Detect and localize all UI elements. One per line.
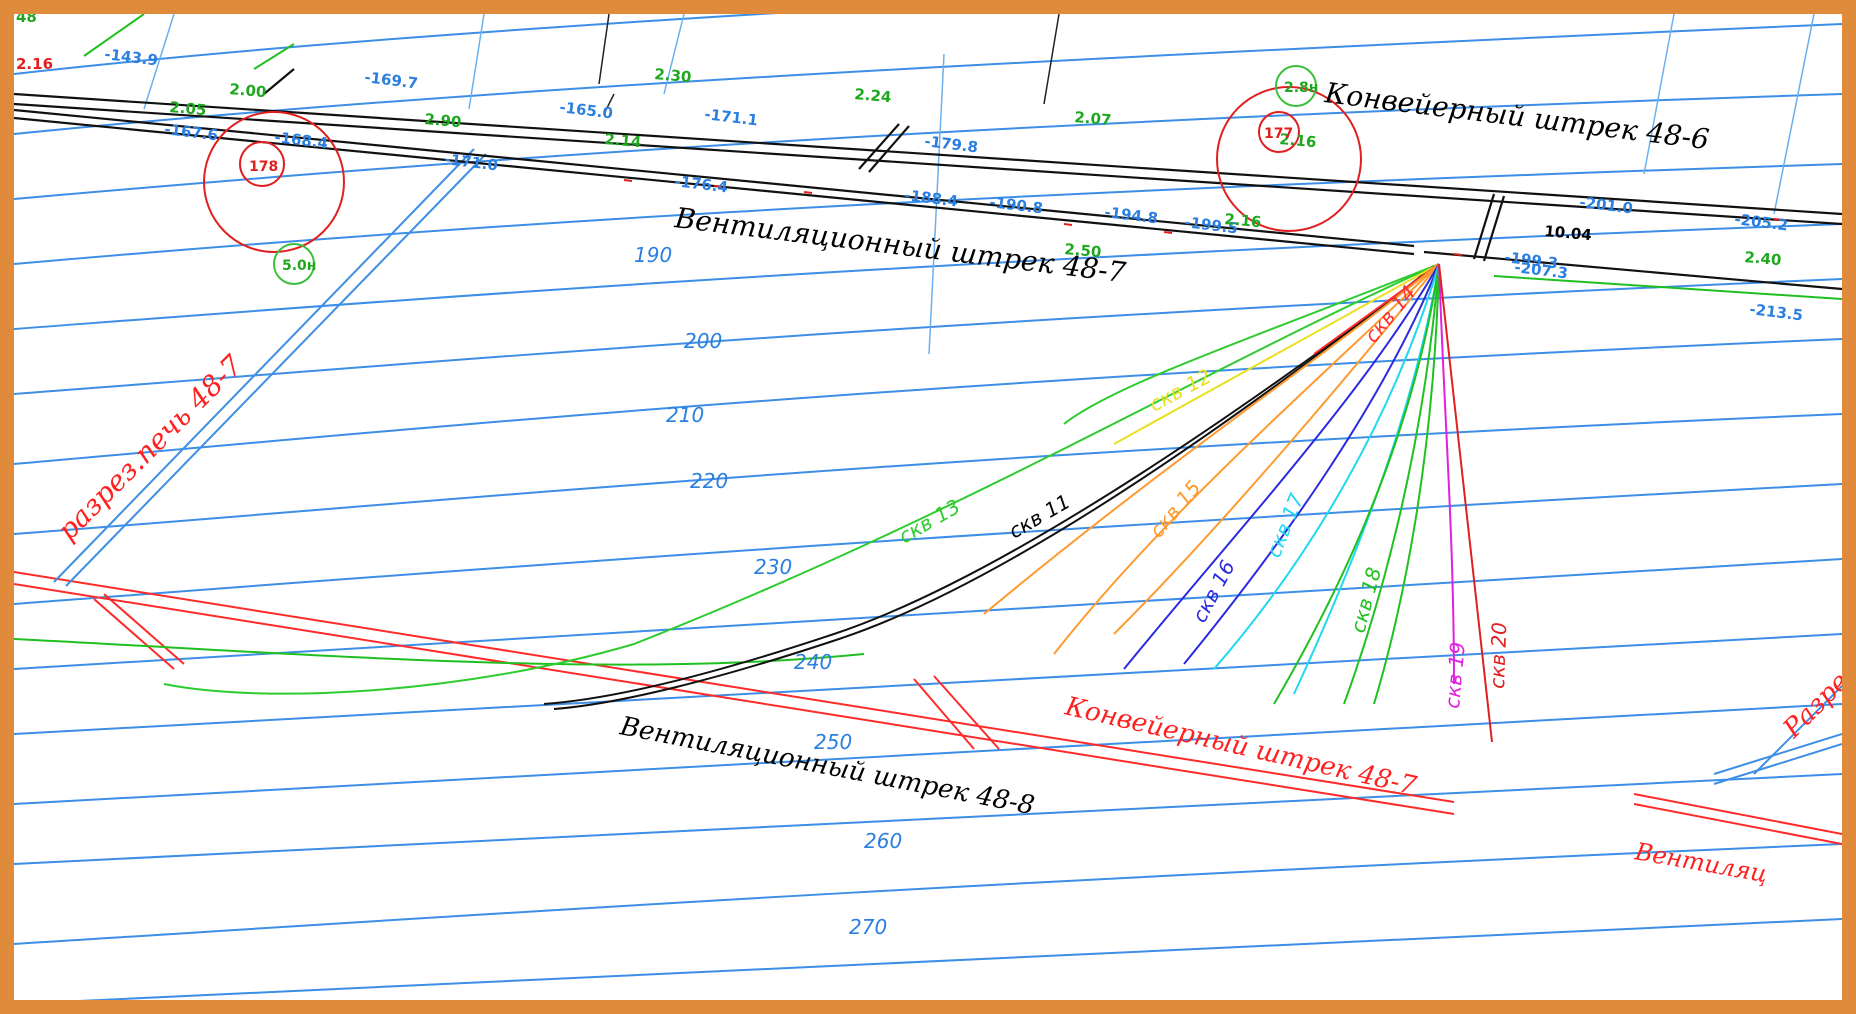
contour-lines [14, 14, 1842, 1000]
borehole-line [1053, 263, 1440, 655]
survey-mark: -201.0 [1579, 193, 1634, 217]
contour-label: 220 [690, 469, 728, 493]
borehole-line [1113, 263, 1440, 445]
red-ticks [623, 179, 1785, 256]
borehole-line [1313, 263, 1440, 355]
working-label: Вентиляц [1632, 837, 1770, 888]
contour-line [14, 843, 1842, 945]
thickness-value: 2.16 [1224, 210, 1262, 231]
borehole-line [1063, 263, 1440, 425]
borehole-line [1343, 263, 1440, 705]
thickness-value: 2.24 [854, 85, 892, 106]
red-circles [203, 86, 1362, 253]
working-label: Конвейерный штрек 48-7 [1061, 691, 1419, 801]
existing-workings [14, 68, 1842, 291]
contour-line [14, 278, 1842, 395]
borehole-label: скв 15 [1144, 476, 1205, 543]
contour-line [14, 163, 1842, 265]
contour-line [14, 558, 1842, 670]
thickness-value: 2.05 [169, 98, 207, 119]
survey-mark: -167.6 [164, 120, 219, 144]
survey-mark: -188.4 [904, 186, 959, 210]
borehole-label: скв 16 [1187, 556, 1239, 626]
survey-mark: -213.5 [1749, 300, 1804, 324]
survey-mark: -165.0 [559, 98, 614, 122]
thickness-value: 2.16 [1279, 130, 1317, 151]
borehole-label: скв 20 [1485, 622, 1511, 689]
contour-label: 200 [684, 329, 722, 353]
thickness-value: 2.90 [424, 110, 462, 131]
borehole-fan [163, 263, 1493, 743]
survey-mark: -176.4 [674, 172, 729, 196]
circle-label: 177 [1264, 126, 1293, 142]
borehole-label: скв 19 [1440, 641, 1470, 710]
contour-label: 250 [814, 730, 852, 754]
circle-label: 178 [249, 159, 278, 175]
working-label: Конвейерный штрек 48-6 [1322, 76, 1711, 156]
survey-mark: -143.9 [104, 45, 159, 69]
green-circles [273, 65, 1317, 285]
thickness-value: 2.00 [229, 80, 267, 101]
borehole-line [163, 263, 1440, 695]
contour-line [90, 918, 1842, 1000]
contour-label: 260 [864, 829, 902, 853]
borehole-line [1213, 263, 1440, 670]
borehole-line [1438, 263, 1455, 685]
survey-mark: -171.1 [704, 105, 759, 129]
planned-workings [14, 571, 1842, 845]
contour-line [14, 14, 777, 75]
borehole-label: скв 17 [1261, 490, 1308, 561]
contour-label: 210 [666, 403, 704, 427]
circle-label: 2.8н [1284, 80, 1318, 96]
contour-label: 230 [754, 555, 792, 579]
borehole-line [1123, 263, 1440, 670]
working-label: Разрез [1777, 657, 1842, 745]
borehole-label: скв 13 [895, 494, 965, 548]
contour-line [14, 633, 1842, 735]
edge-value: 48 [16, 14, 37, 26]
thickness-value: 2.30 [654, 65, 692, 86]
borehole-line [1373, 263, 1440, 705]
circle-label: 5.0н [282, 258, 316, 274]
borehole-line [1438, 263, 1493, 743]
borehole-line [1113, 263, 1440, 635]
contour-line [14, 413, 1842, 535]
contour-label: 190 [634, 243, 672, 267]
contour-line [14, 223, 1842, 330]
thickness-value: 2.14 [604, 130, 642, 151]
survey-mark: -207.3 [1514, 258, 1569, 282]
mine-plan: 190200210220230240250260270280Конвейерны… [14, 14, 1842, 1000]
survey-mark: -179.8 [924, 132, 979, 156]
contour-label: 240 [794, 650, 832, 674]
borehole-line [543, 263, 1440, 705]
contour-label: 270 [849, 915, 887, 939]
borehole-line [983, 263, 1440, 615]
borehole-line [1273, 263, 1440, 705]
working-label: Вентиляционный штрек 48-7 [672, 201, 1128, 289]
borehole-line [553, 265, 1435, 710]
thickness-value: 10.04 [1544, 222, 1593, 244]
survey-mark: -169.7 [364, 68, 419, 92]
thickness-value: 2.07 [1074, 108, 1112, 129]
borehole-label: скв 12 [1145, 364, 1215, 416]
contour-line [14, 483, 1842, 605]
cut-workings [53, 148, 1842, 785]
thickness-value: 2.50 [1064, 240, 1102, 261]
survey-mark: -205.2 [1734, 210, 1789, 234]
survey-mark: -168.4 [274, 128, 329, 152]
borehole-line [1183, 263, 1440, 665]
grid-lines [143, 14, 1815, 355]
contour-line [14, 773, 1842, 865]
edge-value: 2.16 [16, 55, 53, 73]
working-label: Вентиляционный штрек 48-8 [617, 711, 1037, 821]
grid-lines-dark [598, 14, 1060, 115]
borehole-label: скв 18 [1346, 565, 1386, 636]
thickness-value: 2.40 [1744, 248, 1782, 269]
seam-line [14, 14, 1842, 666]
